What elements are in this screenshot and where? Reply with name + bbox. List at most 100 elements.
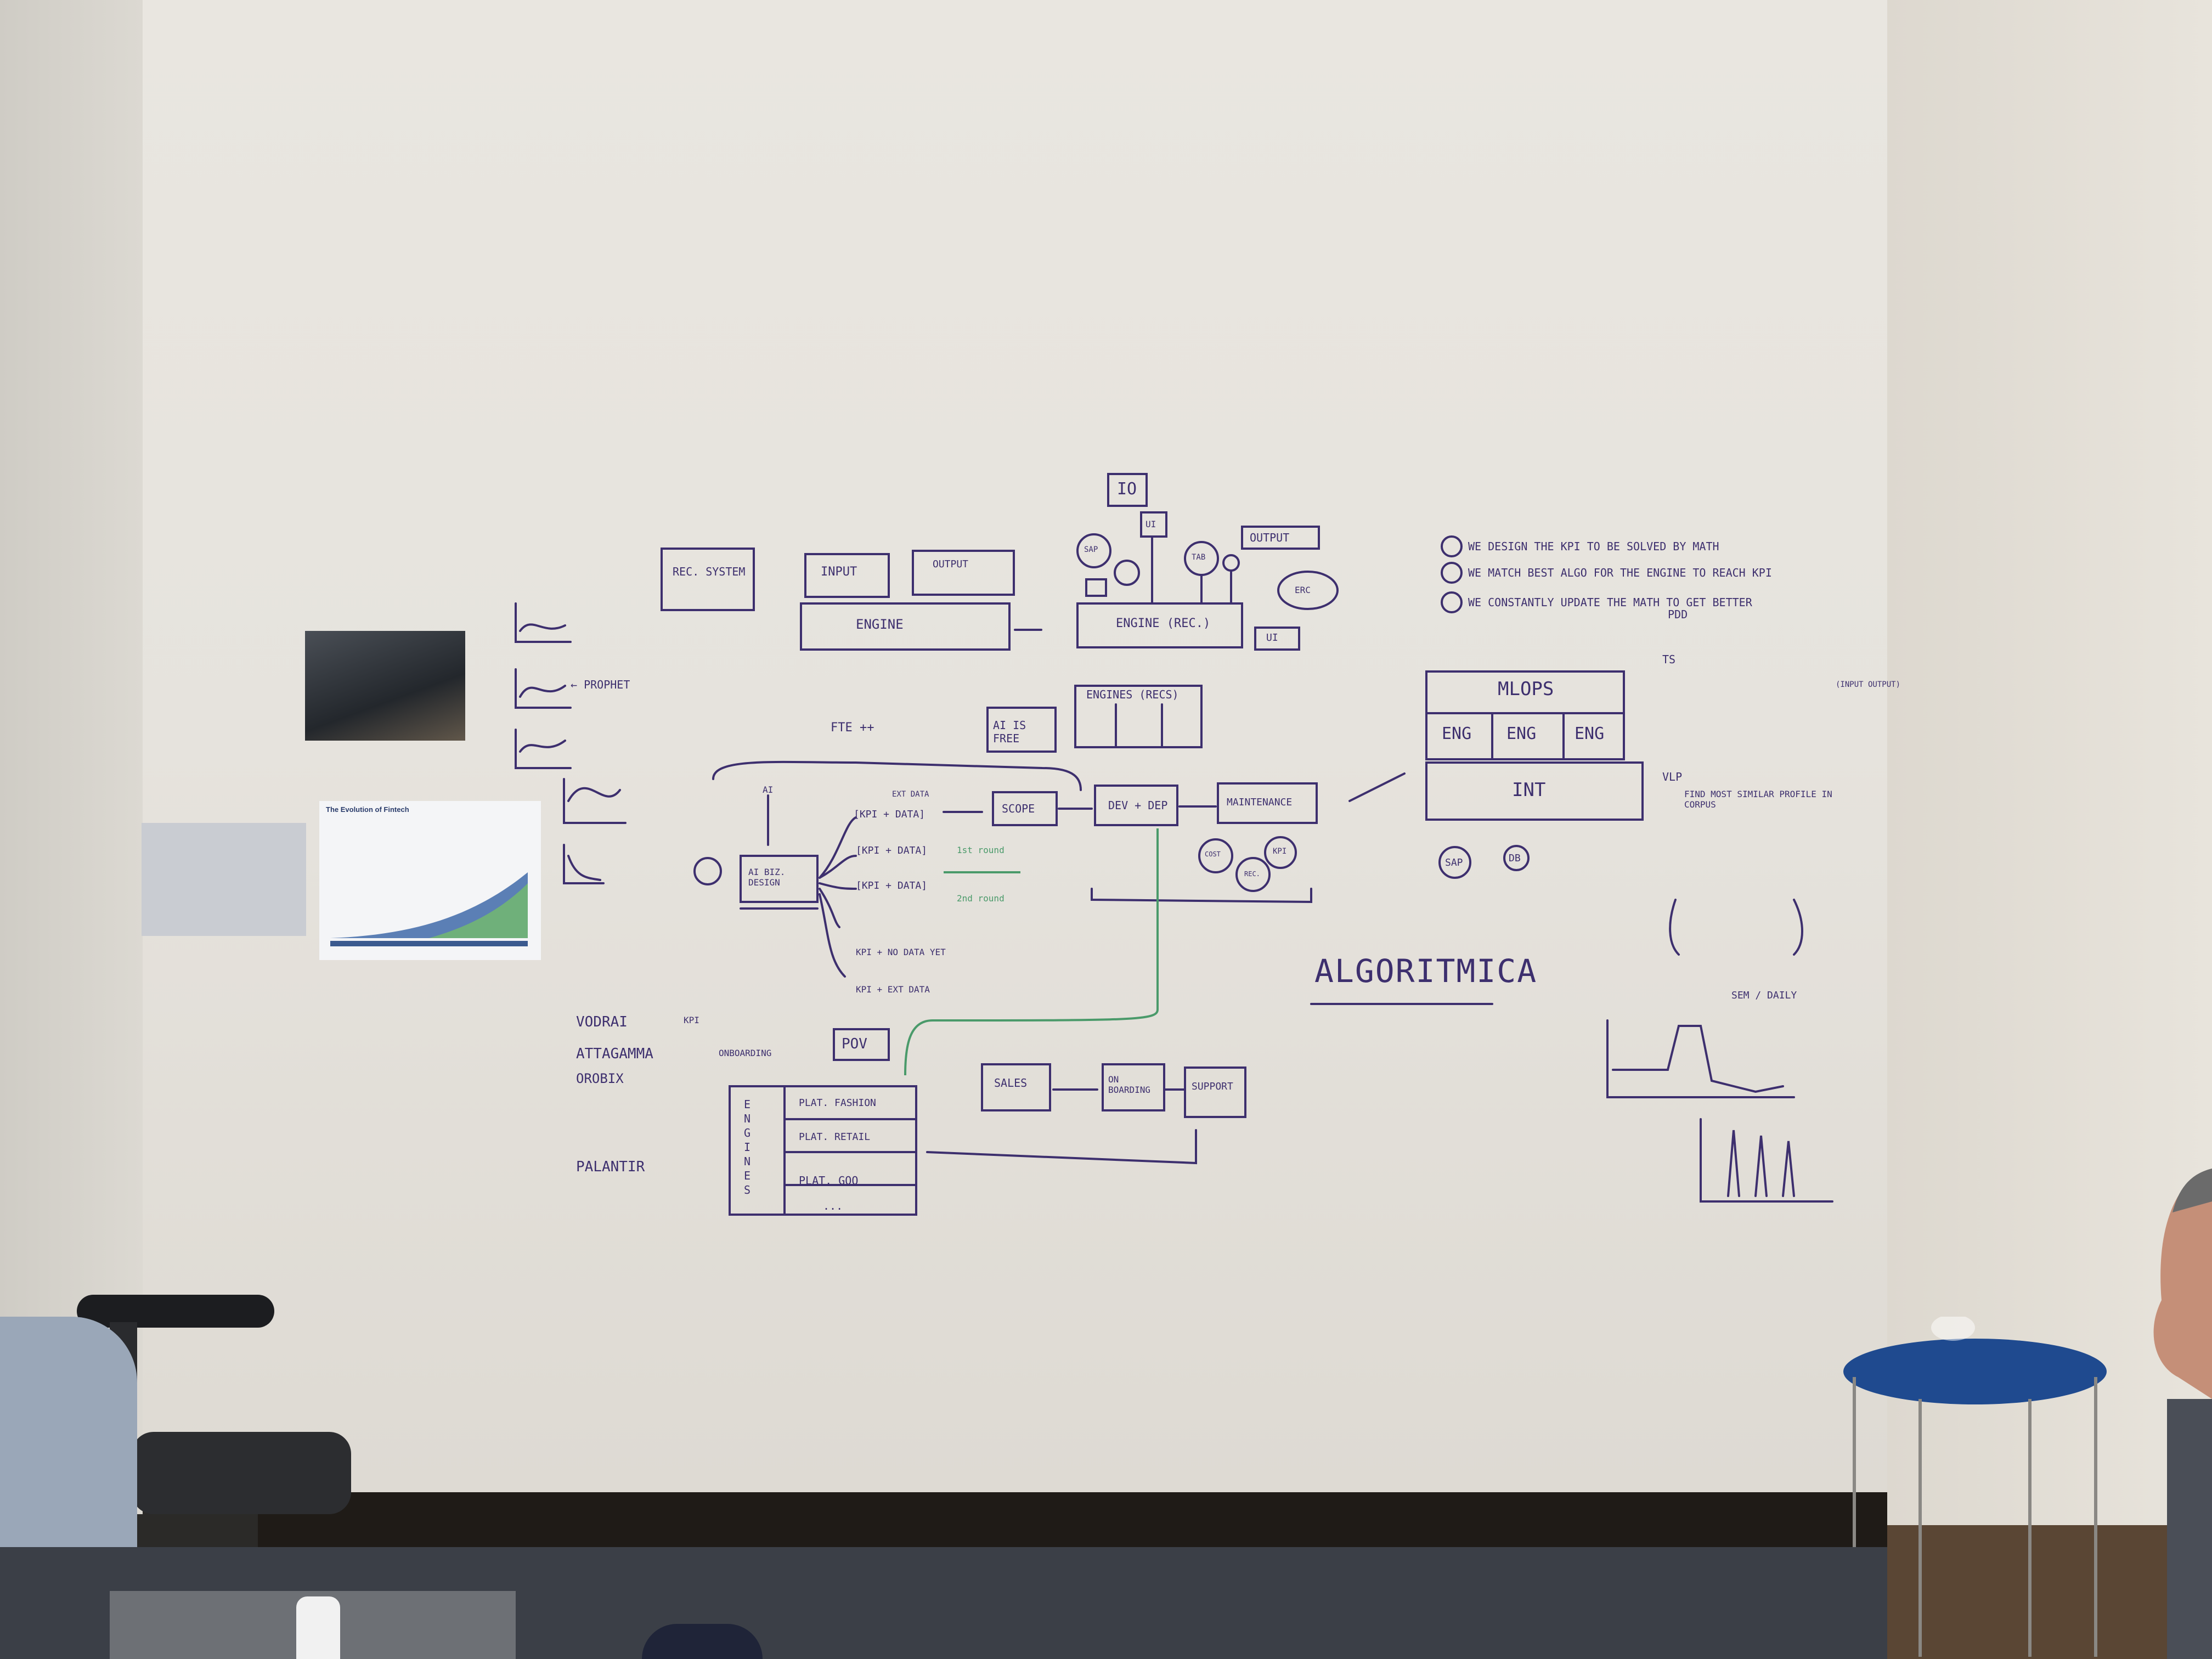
ai-biz-design-label: AI BIZ. DESIGN (748, 867, 786, 888)
ai-free-box (986, 707, 1057, 753)
engine-rec-label: ENGINE (REC.) (1116, 617, 1211, 630)
output-box (912, 550, 1015, 596)
dev-dep-label: DEV + DEP (1108, 799, 1168, 812)
rec-system-label: REC. SYSTEM (673, 565, 746, 578)
kpi-data-3: [KPI + DATA] (856, 880, 928, 891)
dev-dep-box (1094, 785, 1178, 826)
scope-label: SCOPE (1002, 802, 1035, 815)
plat-goo-label: PLAT. GOO (799, 1174, 859, 1187)
find-similar-label: FIND MOST SIMILAR PROFILE IN CORPUS (1684, 789, 1832, 810)
engines-recs-label: ENGINES (RECS) (1086, 688, 1179, 701)
side-table (1843, 1317, 2107, 1657)
onboarding-box-label: ON BOARDING (1108, 1074, 1151, 1095)
tab-label: TAB (1192, 553, 1206, 562)
note-3: WE CONSTANTLY UPDATE THE MATH TO GET BET… (1468, 596, 1752, 609)
engines-recs-box (1074, 685, 1203, 748)
ui-bottom-label: UI (1266, 632, 1278, 644)
onboarding-tag-label: ONBOARDING (719, 1048, 772, 1058)
person-right (2153, 1169, 2212, 1659)
cost-label: COST (1205, 850, 1221, 858)
sales-label: SALES (994, 1076, 1028, 1090)
int-label: INT (1512, 779, 1546, 801)
poster-graphic (330, 872, 528, 946)
input-box (804, 553, 890, 598)
eng2-label: ENG (1506, 724, 1537, 743)
int-box (1425, 761, 1644, 821)
second-round-label: 2nd round (957, 893, 1005, 904)
support-box (1184, 1066, 1246, 1118)
plat-fashion-label: PLAT. FASHION (799, 1097, 876, 1109)
note-2: WE MATCH BEST ALGO FOR THE ENGINE TO REA… (1468, 566, 1772, 579)
ext-data-label: EXT DATA (892, 790, 929, 799)
kpi-tag-label: KPI (684, 1015, 699, 1025)
engines-vertical-label: ENGINES (744, 1098, 751, 1197)
engine-rec-box (1076, 602, 1243, 648)
baseball-cap (642, 1624, 763, 1659)
note-1: WE DESIGN THE KPI TO BE SOLVED BY MATH (1468, 540, 1719, 553)
erc-label: ERC (1295, 585, 1311, 595)
attagamma-label: ATTAGAMMA (576, 1046, 653, 1062)
kpi-ext-data: KPI + EXT DATA (856, 984, 930, 995)
pov-box (833, 1028, 890, 1061)
eng3-label: ENG (1575, 724, 1605, 743)
ai-biz-design-box (740, 855, 819, 903)
plat-retail-label: PLAT. RETAIL (799, 1131, 871, 1143)
io-box (1107, 473, 1148, 507)
sem-daily-label: SEM / DAILY (1731, 990, 1797, 1001)
support-label: SUPPORT (1192, 1081, 1233, 1092)
kpi-no-data: KPI + NO DATA YET (856, 947, 946, 957)
mlops-label: MLOPS (1498, 678, 1554, 700)
pdd-label: PDD (1668, 608, 1688, 621)
engines-stack (729, 1085, 917, 1216)
maintenance-label: MAINTENANCE (1227, 797, 1293, 808)
brand-label: ALGORITMICA (1314, 952, 1538, 990)
ellipsis-label: ... (823, 1199, 843, 1212)
engine-box (800, 602, 1011, 651)
sap-label: SAP (1084, 545, 1098, 554)
engine-label: ENGINE (856, 617, 904, 632)
maintenance-box (1217, 782, 1318, 824)
baseboard (258, 1492, 1887, 1553)
orobix-label: OROBIX (576, 1071, 624, 1086)
vlp-label: VLP (1662, 770, 1683, 783)
mlops-box (1425, 670, 1625, 760)
output-label: OUTPUT (933, 558, 969, 570)
io-label: IO (1117, 479, 1137, 499)
input-label: INPUT (821, 565, 857, 579)
left-wall (0, 0, 143, 1514)
ai-free-label: AI IS FREE (993, 719, 1026, 745)
pinned-printout (142, 823, 306, 936)
spray-bottle (296, 1596, 340, 1659)
eng1-label: ENG (1442, 724, 1472, 743)
vodrai-label: VODRAI (576, 1014, 628, 1030)
ts-label: TS (1662, 653, 1676, 666)
onboarding-box (1102, 1063, 1165, 1111)
step-one-circle (693, 857, 722, 885)
scope-box (992, 791, 1058, 826)
kpi-data-2: [KPI + DATA] (856, 845, 928, 856)
sales-box (981, 1063, 1051, 1111)
rec-system-box (661, 548, 755, 611)
pov-label: POV (842, 1036, 867, 1052)
pinned-photo (305, 631, 465, 741)
output-top-label: OUTPUT (1250, 531, 1290, 544)
prophet-label: ← PROPHET (571, 678, 630, 691)
fintech-poster: The Evolution of Fintech (319, 801, 541, 960)
whiteboard-wall (143, 0, 1887, 1492)
ui-top-label: UI (1146, 519, 1156, 529)
kpi-circle-label: KPI (1273, 847, 1287, 856)
fte-label: FTE ++ (831, 721, 874, 735)
sap-mlops-label: SAP (1445, 857, 1463, 868)
poster-title: The Evolution of Fintech (326, 805, 409, 814)
palantir-label: PALANTIR (576, 1159, 645, 1175)
first-round-label: 1st round (957, 845, 1005, 855)
ai-step-label: AI (763, 785, 774, 795)
wood-floor (1887, 1525, 2212, 1659)
rec-label: REC. (1244, 870, 1260, 878)
input-output-label: (INPUT OUTPUT) (1836, 680, 1901, 689)
kpi-data-1: [KPI + DATA] (854, 809, 926, 820)
db-label: DB (1509, 853, 1521, 864)
right-wall (1887, 0, 2212, 1536)
